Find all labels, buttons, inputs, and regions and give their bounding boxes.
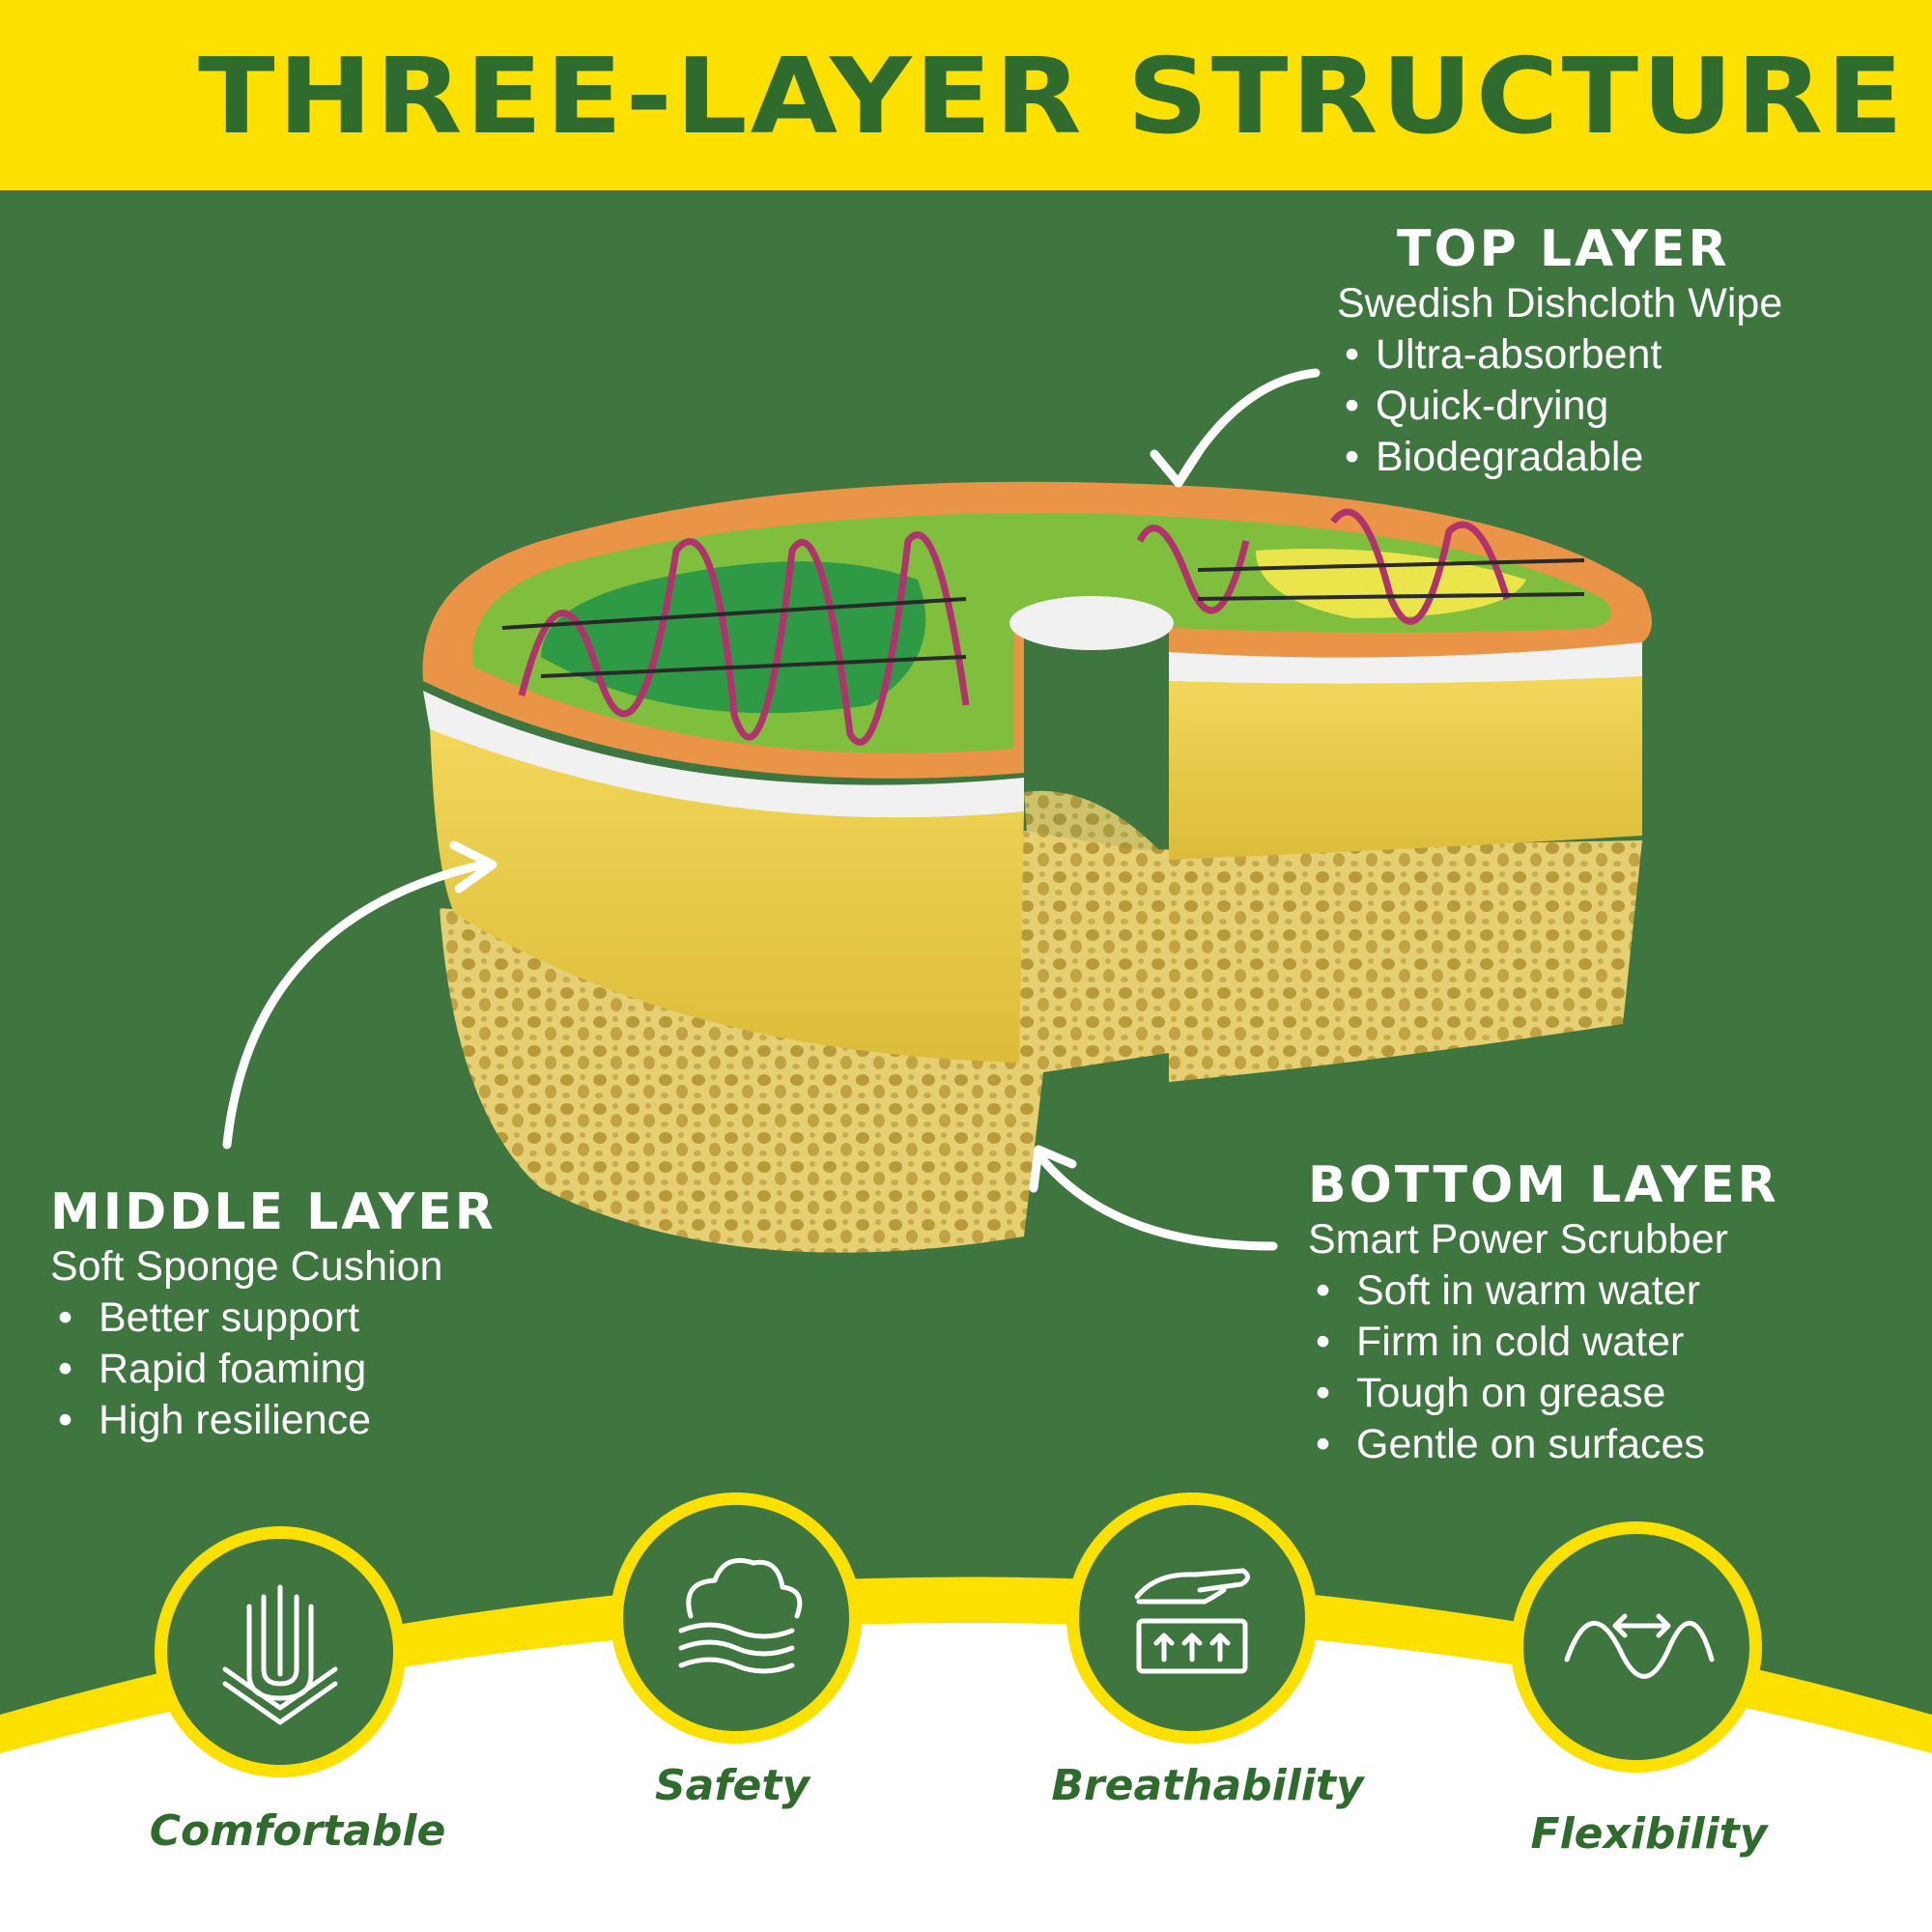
- bottom-layer-subtitle: Smart Power Scrubber: [1308, 1216, 1728, 1263]
- top-layer-arrow: [1174, 368, 1321, 488]
- middle-layer-heading: MIDDLE LAYER: [50, 1183, 497, 1241]
- top-layer-subtitle: Swedish Dishcloth Wipe: [1337, 280, 1783, 327]
- bottom-layer-heading: BOTTOM LAYER: [1308, 1156, 1779, 1214]
- list-item: Gentle on surfaces: [1308, 1419, 1779, 1470]
- feature-breathability: [1066, 1492, 1318, 1744]
- cloud-waves-icon: [678, 1557, 803, 1674]
- feature-comfortable: [155, 1526, 406, 1777]
- list-item: Biodegradable: [1337, 432, 1782, 483]
- feature-label-breathability: Breathability: [1051, 1761, 1364, 1810]
- title-banner: THREE-LAYER STRUCTURE: [0, 0, 1932, 190]
- bottom-layer-info: BOTTOM LAYER Smart Power Scrubber Soft i…: [1308, 1156, 1779, 1470]
- list-item: Better support: [50, 1293, 497, 1344]
- list-item: Firm in cold water: [1308, 1317, 1779, 1368]
- list-item: Tough on grease: [1308, 1368, 1779, 1419]
- list-item: Quick-drying: [1337, 381, 1782, 432]
- top-layer-heading: TOP LAYER: [1397, 220, 1730, 278]
- list-item: Ultra-absorbent: [1337, 329, 1782, 381]
- page-title: THREE-LAYER STRUCTURE: [198, 37, 1907, 157]
- middle-layer-bullets: Better support Rapid foaming High resili…: [50, 1293, 497, 1446]
- bottom-layer-arrow: [1034, 1150, 1278, 1251]
- hand-press-icon: [1134, 1568, 1250, 1674]
- middle-layer-subtitle: Soft Sponge Cushion: [50, 1243, 443, 1290]
- layers-down-arrow-icon: [222, 1584, 338, 1725]
- feature-safety: [611, 1492, 862, 1744]
- feature-label-comfortable: Comfortable: [149, 1806, 446, 1856]
- wave-arrows-icon: [1564, 1613, 1715, 1679]
- feature-label-flexibility: Flexibility: [1530, 1809, 1768, 1859]
- list-item: High resilience: [50, 1395, 497, 1446]
- feature-label-safety: Safety: [654, 1761, 810, 1810]
- top-layer-bullets: Ultra-absorbent Quick-drying Biodegradab…: [1337, 329, 1782, 483]
- middle-layer-info: MIDDLE LAYER Soft Sponge Cushion Better …: [50, 1183, 497, 1446]
- middle-layer-arrow: [222, 860, 488, 1150]
- feature-flexibility: [1511, 1521, 1762, 1773]
- top-layer-info: TOP LAYER Swedish Dishcloth Wipe Ultra-a…: [1337, 220, 1782, 483]
- list-item: Soft in warm water: [1308, 1265, 1779, 1317]
- list-item: Rapid foaming: [50, 1344, 497, 1395]
- bottom-layer-bullets: Soft in warm water Firm in cold water To…: [1308, 1265, 1779, 1470]
